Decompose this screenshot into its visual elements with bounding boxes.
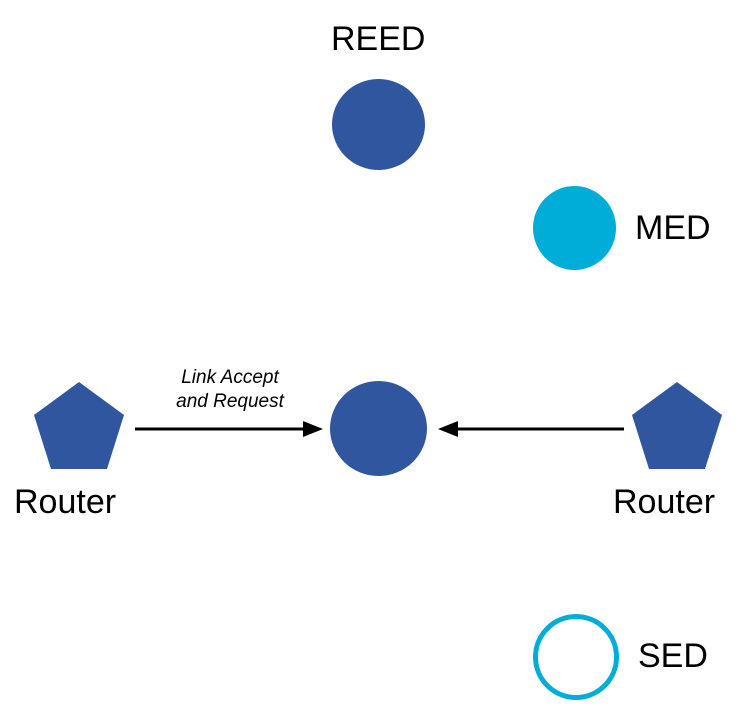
med-label: MED bbox=[635, 209, 711, 247]
router-left-label: Router bbox=[14, 483, 117, 521]
left-link-arrow[interactable] bbox=[135, 418, 325, 440]
med-node-circle[interactable] bbox=[533, 186, 616, 270]
pentagon-shape bbox=[34, 382, 124, 469]
sed-label: SED bbox=[638, 637, 708, 675]
center-node-circle[interactable] bbox=[330, 381, 427, 476]
pentagon-shape bbox=[632, 382, 722, 469]
arrow-head bbox=[438, 421, 458, 437]
sed-node-circle[interactable] bbox=[533, 614, 619, 700]
reed-label: REED bbox=[331, 20, 426, 58]
link-accept-request-edge-label: Link Accept and Request bbox=[176, 367, 284, 412]
reed-node-circle[interactable] bbox=[332, 79, 425, 170]
router-right-pentagon[interactable] bbox=[629, 378, 725, 474]
arrow-head bbox=[303, 421, 323, 437]
router-left-pentagon[interactable] bbox=[31, 378, 127, 474]
right-link-arrow[interactable] bbox=[438, 418, 624, 440]
router-right-label: Router bbox=[613, 483, 716, 521]
